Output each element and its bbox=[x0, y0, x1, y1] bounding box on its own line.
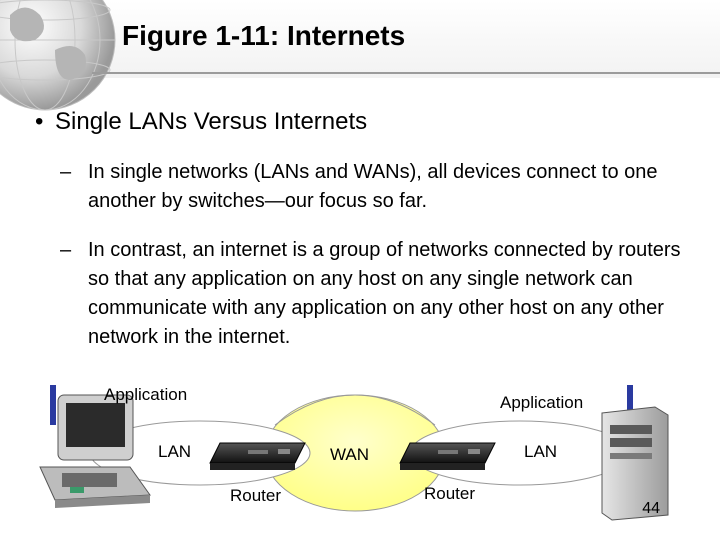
bullet-dot: • bbox=[35, 108, 44, 135]
slide-title: Figure 1-11: Internets bbox=[122, 20, 406, 51]
router-left-label: Router bbox=[230, 486, 282, 505]
sub-bullet-text: In single networks (LANs and WANs), all … bbox=[88, 161, 658, 212]
router-right-label: Router bbox=[424, 484, 476, 503]
title-bar bbox=[0, 0, 720, 78]
lan-right-label: LAN bbox=[524, 442, 558, 461]
title-divider bbox=[92, 72, 720, 74]
bullet-text: Single LANs Versus Internets bbox=[55, 108, 368, 135]
sub-bullet-text: In contrast, an internet is a group of n… bbox=[88, 239, 681, 348]
router-right-icon bbox=[399, 442, 496, 470]
sub-bullet-dash: – bbox=[60, 239, 72, 261]
globe-icon bbox=[0, 0, 116, 111]
sub-bullet-dash: – bbox=[60, 161, 72, 183]
app-right-label: Application bbox=[500, 393, 584, 412]
app-left-label: Application bbox=[104, 385, 188, 404]
laptop-icon bbox=[39, 385, 151, 508]
sub-bullet-1: – In single networks (LANs and WANs), al… bbox=[60, 158, 698, 216]
lan-left-label: LAN bbox=[158, 442, 192, 461]
main-bullet: • Single LANs Versus Internets bbox=[35, 108, 367, 136]
page-number: 44 bbox=[642, 500, 660, 517]
internet-diagram: Application Application LAN LAN WAN Rout… bbox=[0, 375, 720, 540]
sub-bullet-2: – In contrast, an internet is a group of… bbox=[60, 236, 698, 352]
wan-label: WAN bbox=[330, 445, 370, 464]
tower-computer-icon bbox=[601, 385, 669, 521]
router-left-icon bbox=[209, 442, 306, 470]
